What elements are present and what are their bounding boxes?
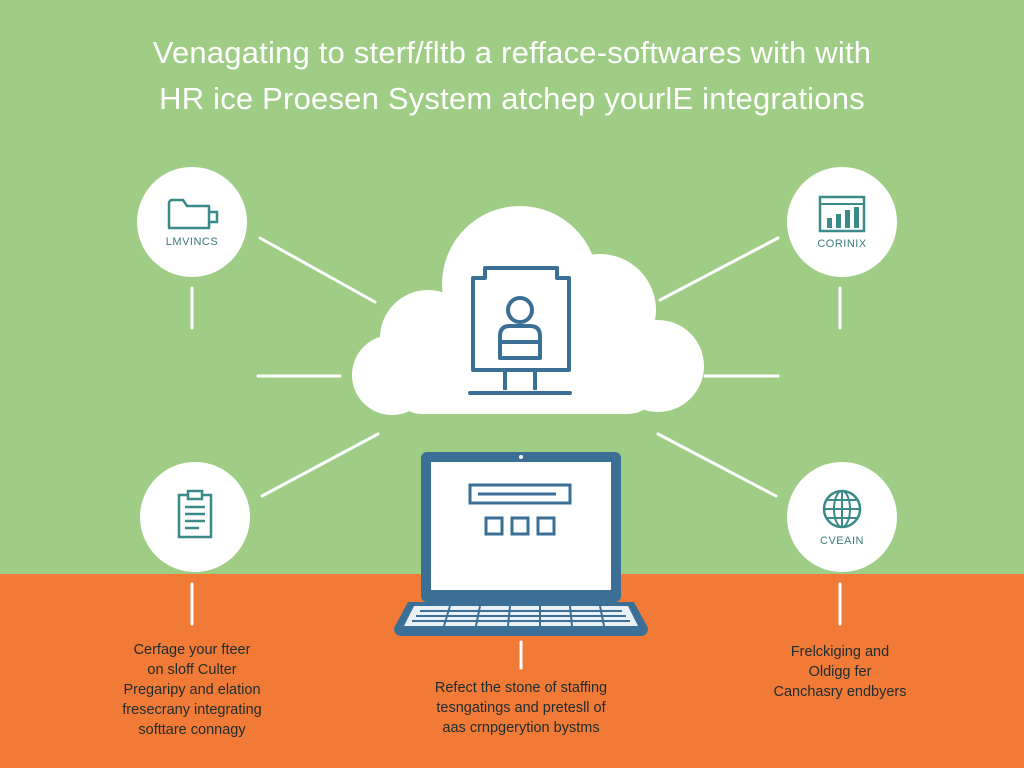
- caption-left-line-2: on sloff Culter: [147, 662, 237, 678]
- connector-top-right-diagonal: [658, 236, 780, 302]
- caption-left: Cerfage your fteer on sloff Culter Prega…: [92, 640, 292, 740]
- caption-left-line-1: Cerfage your fteer: [133, 642, 251, 658]
- node-top-left: LMVINCS: [137, 167, 247, 277]
- caption-right-line-3: Canchasry endbyers: [773, 684, 907, 700]
- node-top-left-label: LMVINCS: [165, 236, 219, 248]
- node-top-right: CORINIX: [787, 167, 897, 277]
- caption-center: Refect the stone of staffing tesngatings…: [401, 678, 641, 738]
- node-top-right-label: CORINIX: [817, 238, 867, 250]
- laptop-icon: [394, 452, 648, 636]
- node-bottom-left: [140, 462, 250, 572]
- node-bottom-right-label: CVEAIN: [820, 535, 864, 547]
- cloud-icon: [352, 206, 704, 415]
- user-profile-icon: [468, 266, 572, 395]
- folder-icon: [167, 198, 219, 230]
- connector-top-left-diagonal: [258, 236, 377, 304]
- caption-right: Frelckiging and Oldigg fer Canchasry end…: [740, 642, 940, 702]
- caption-left-line-4: fresecrany integrating: [122, 702, 262, 718]
- headline-line-2: HR ice Proesen System atchep yourlE inte…: [159, 81, 865, 116]
- globe-icon: [822, 489, 862, 529]
- caption-center-line-2: tesngatings and pretesll of: [436, 700, 606, 716]
- connector-bottom-left-diagonal: [260, 432, 380, 498]
- clipboard-icon: [177, 489, 213, 539]
- caption-right-line-2: Oldigg fer: [808, 664, 872, 680]
- caption-center-line-1: Refect the stone of staffing: [434, 680, 608, 696]
- caption-right-line-1: Frelckiging and: [790, 644, 890, 660]
- connector-bottom-right-diagonal: [656, 432, 778, 498]
- headline: Venagating to sterf/fltb a refface-softw…: [0, 30, 1024, 122]
- bar-chart-icon: [818, 195, 866, 233]
- node-bottom-right: CVEAIN: [787, 462, 897, 572]
- caption-left-line-5: softtare connagy: [138, 722, 246, 738]
- caption-left-line-3: Pregaripy and elation: [123, 682, 261, 698]
- caption-center-line-3: aas crnpgerytion bystms: [442, 720, 600, 736]
- headline-line-1: Venagating to sterf/fltb a refface-softw…: [152, 35, 872, 70]
